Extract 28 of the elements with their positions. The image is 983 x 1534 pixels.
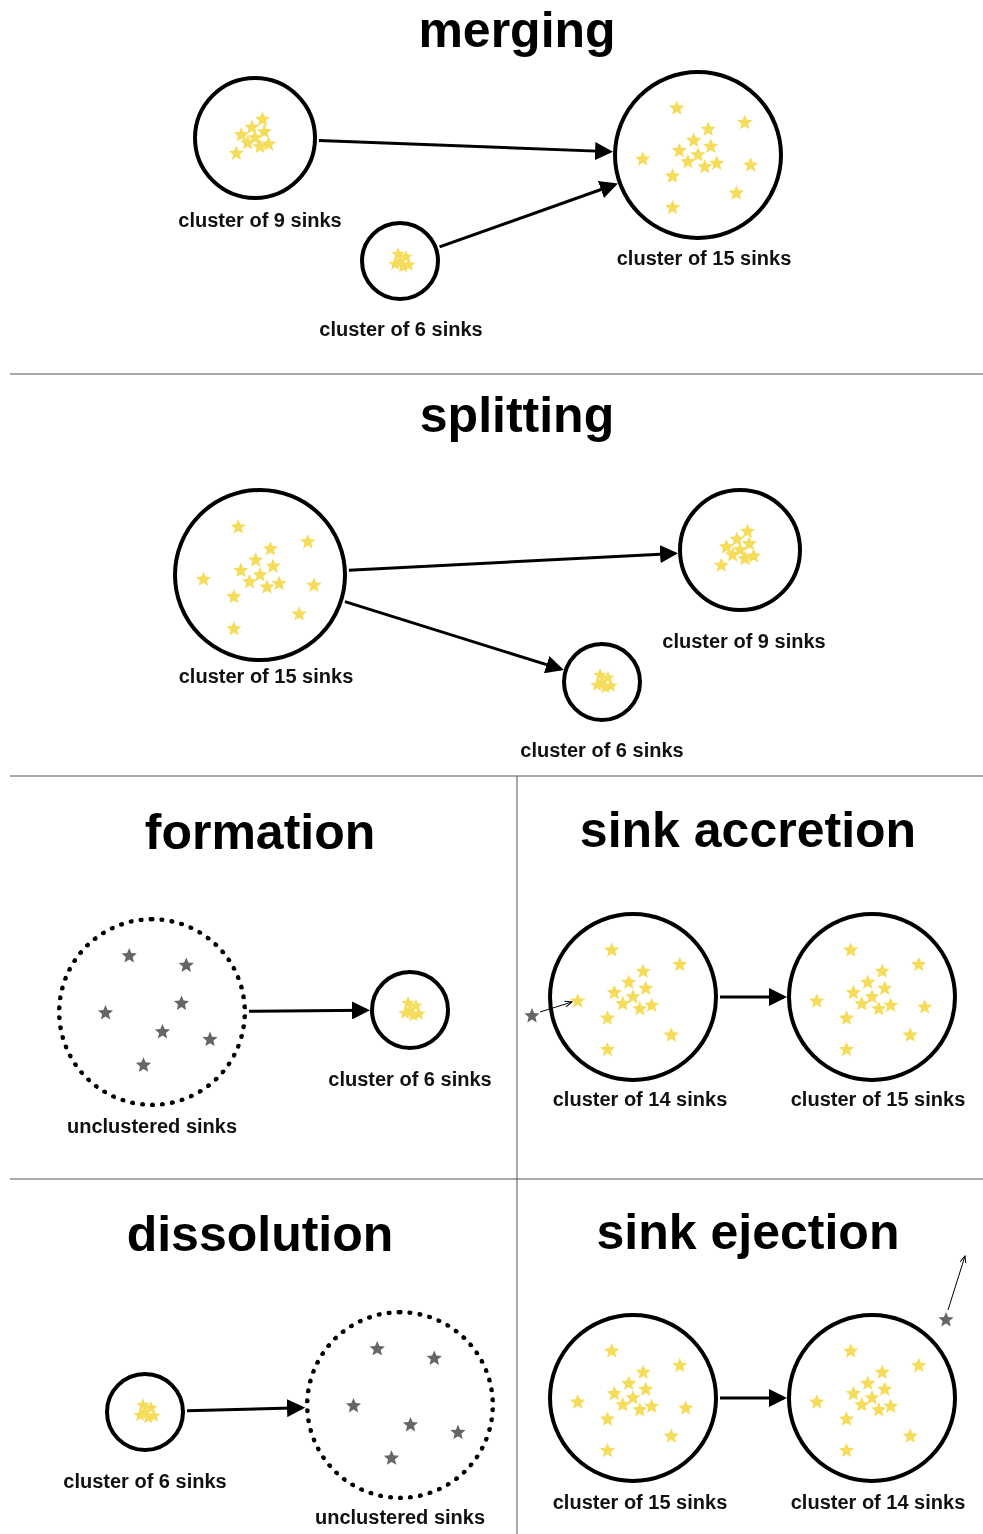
cluster-label: cluster of 6 sinks [520,738,684,763]
section-title: sink accretion [579,805,917,855]
section-title: sink ejection [596,1207,900,1257]
cluster-label: cluster of 9 sinks [662,629,826,654]
arrow [186,1399,306,1418]
section-title: merging [418,5,616,55]
arrow [720,1389,787,1407]
section-title: formation [144,807,376,857]
arrow [439,181,618,249]
cluster-label: cluster of 6 sinks [63,1469,227,1494]
arrow [318,138,614,161]
arrow [720,988,787,1006]
cluster-label: cluster of 6 sinks [328,1067,492,1092]
cluster-label: cluster of 6 sinks [319,317,483,342]
cluster-label: cluster of 14 sinks [790,1490,966,1515]
cluster-label: cluster of 15 sinks [616,246,792,271]
cluster-label: unclustered sinks [66,1114,238,1139]
arrow [344,600,564,674]
arrow [249,1001,370,1020]
cluster-label: cluster of 15 sinks [552,1490,728,1515]
cluster-label: cluster of 14 sinks [552,1087,728,1112]
section-title: dissolution [126,1209,394,1259]
arrow [348,545,679,572]
section-title: splitting [419,390,615,440]
cluster-label: cluster of 15 sinks [178,664,354,689]
cluster-label: cluster of 9 sinks [178,208,342,233]
cluster-label: unclustered sinks [314,1505,486,1530]
cluster-label: cluster of 15 sinks [790,1087,966,1112]
